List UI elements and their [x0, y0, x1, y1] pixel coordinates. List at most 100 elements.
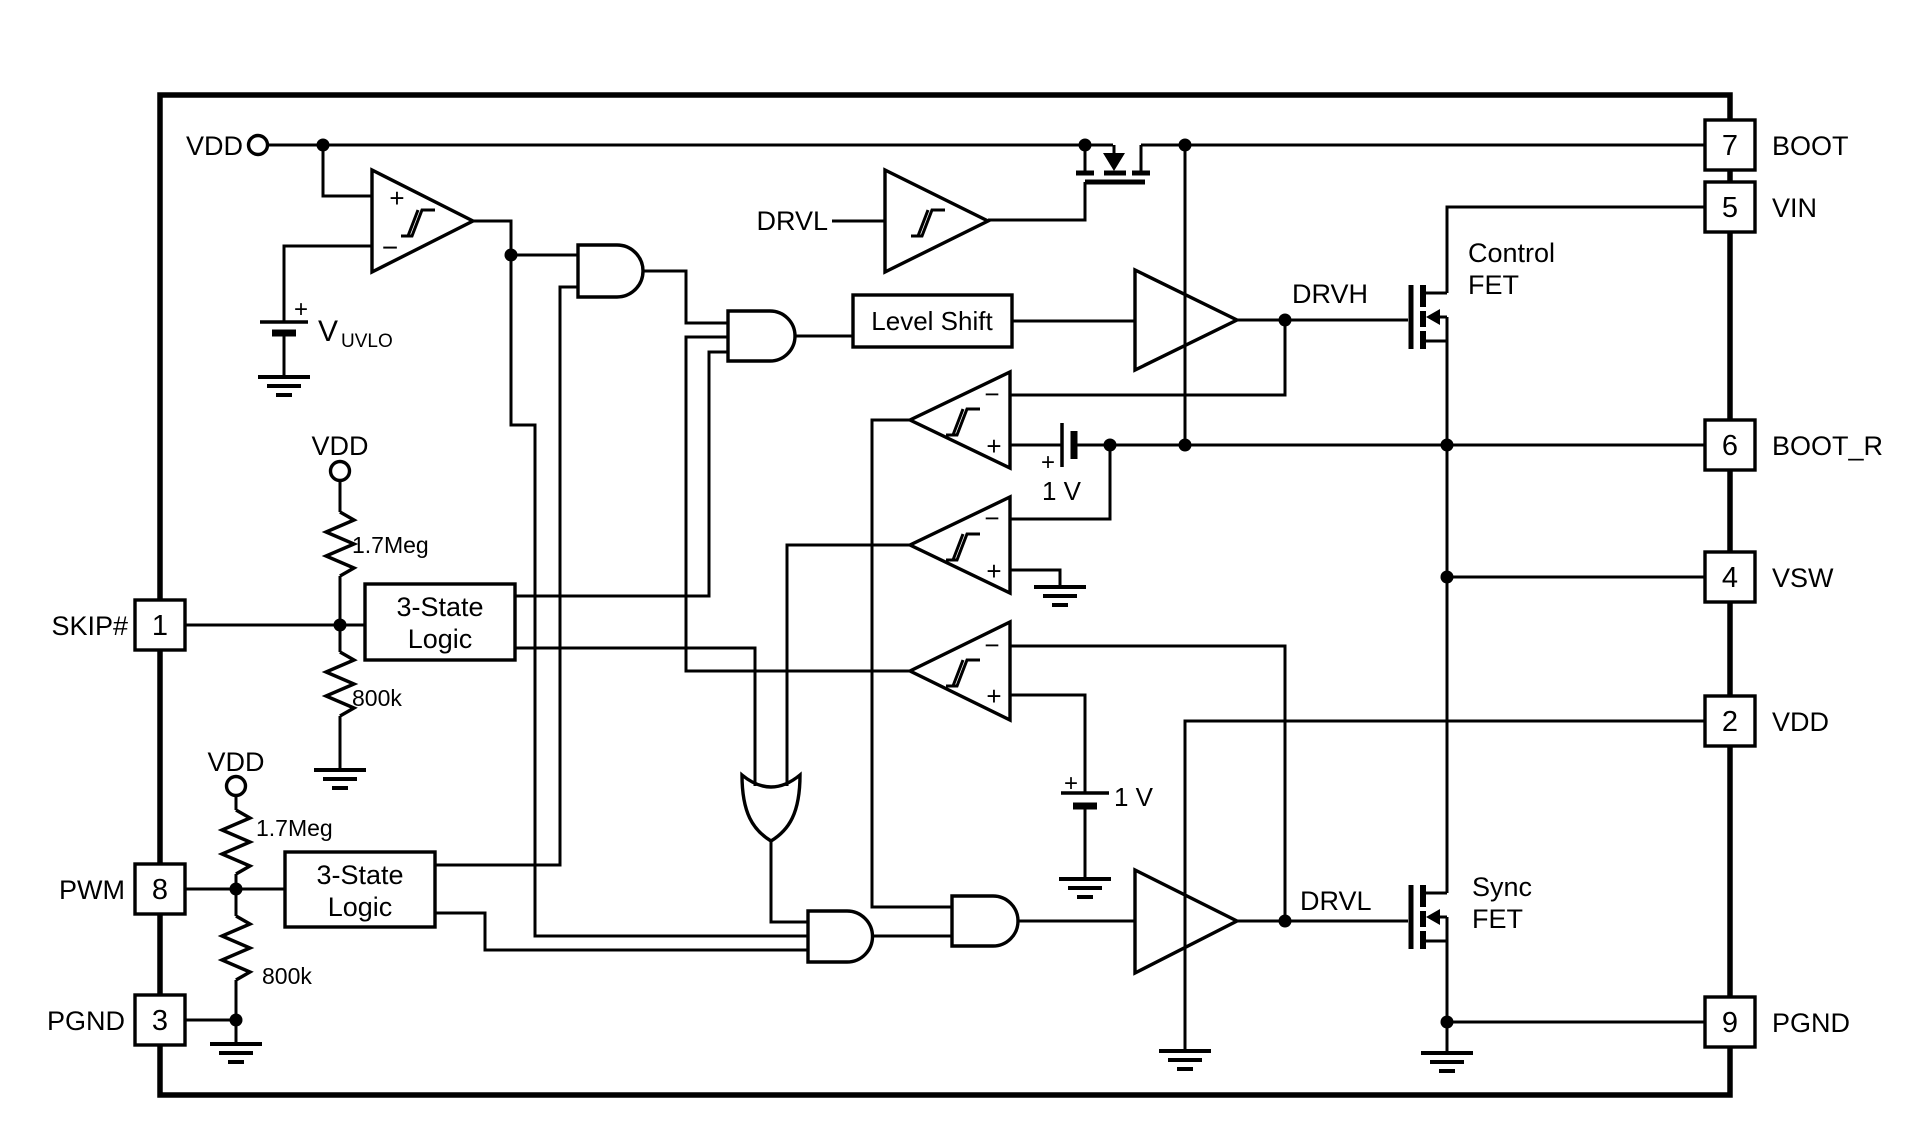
plus-sign: +: [1041, 449, 1055, 476]
pin-number: 9: [1722, 1007, 1738, 1039]
pin-box-pgnd3: [133, 993, 187, 1047]
wire-3state-pwm-b: [435, 911, 808, 952]
pin-label-boot: BOOT: [1772, 131, 1849, 161]
pin-label-pgnd3: PGND: [47, 1006, 125, 1036]
battery-value: 1 V: [1042, 476, 1082, 506]
plus-sign: +: [986, 681, 1001, 711]
wire-cmp1-minus: [1010, 320, 1287, 397]
pin-label-vdd: VDD: [1772, 707, 1829, 737]
vdd-terminal-top: [246, 133, 270, 157]
vuvlo-main: V: [318, 315, 338, 348]
junction-dot: [316, 138, 330, 152]
uvlo-comparator: [370, 167, 477, 275]
pin-box-vdd: [1703, 694, 1757, 748]
junction-dot: [504, 248, 518, 262]
drvl-driver: [1133, 867, 1241, 976]
wire-cmp2-out: [785, 543, 910, 786]
junction-dot: [1440, 438, 1454, 452]
plus-sign: +: [1064, 770, 1078, 797]
level-shift-label: Level Shift: [871, 306, 993, 336]
grounds: [210, 375, 1473, 1073]
labels: 1 8 3 7 5 6 4 2 9 SKIP# PWM PGND BOOT VI…: [47, 130, 1883, 1039]
plus-sign: +: [389, 183, 404, 213]
pin-number: 4: [1722, 562, 1738, 594]
and-gate-2: [726, 309, 797, 363]
resistor-value: 800k: [352, 685, 402, 711]
sync-fet: [1408, 885, 1447, 949]
wire-buf-out-gate: [988, 182, 1087, 222]
three-state-logic-pwm: [283, 850, 437, 929]
pin-box-pwm: [133, 862, 187, 916]
junction-dot: [1103, 438, 1117, 452]
ground-symbol: [1159, 1049, 1211, 1071]
function-blocks: [283, 293, 1014, 929]
three-state-logic-skip: [363, 582, 517, 662]
and-gate-4: [950, 894, 1020, 948]
junction-dot: [229, 1013, 243, 1027]
net-label-vdd-top: VDD: [186, 131, 243, 161]
junction-dot: [1440, 570, 1454, 584]
wire-vdd-pin2: [1183, 719, 1705, 1051]
three-state-skip-line2: Logic: [408, 624, 473, 654]
control-fet-body-arrow: [1426, 309, 1440, 325]
wire-cmp3-plus: [1010, 693, 1087, 793]
pin-label-vin: VIN: [1772, 193, 1817, 223]
junction-dot: [333, 618, 347, 632]
vdd-terminal-skip: [328, 459, 352, 483]
wire-cmp2-plus: [1010, 568, 1062, 587]
drvl-buffer: [883, 167, 992, 275]
control-fet-label2: FET: [1468, 270, 1519, 300]
wire-or-out: [769, 841, 808, 924]
net-label-drvl-in: DRVL: [756, 206, 828, 236]
topfet-body-arrow: [1103, 153, 1125, 171]
vdd-terminal-pwm: [224, 774, 248, 798]
plus-sign: +: [986, 556, 1001, 586]
wire-and1-in2: [435, 285, 578, 867]
comparator-bootr-monitor: [906, 494, 1012, 596]
ground-symbol: [210, 1042, 262, 1064]
pin-label-skip: SKIP#: [51, 611, 128, 641]
ground-symbol: [1034, 585, 1086, 607]
resistor-pwm-1meg7: [217, 808, 255, 876]
pin-label-pwm: PWM: [59, 875, 125, 905]
ground-symbol: [258, 375, 310, 397]
hysteresis-icon: [911, 208, 945, 238]
comparator-drvl-monitor: [906, 619, 1012, 723]
pin-number: 1: [152, 610, 168, 642]
junction-dot: [1178, 438, 1192, 452]
batteries: [260, 320, 1109, 810]
hysteresis-icon: [946, 407, 980, 437]
hysteresis-icon: [401, 208, 435, 238]
ground-symbol: [1059, 877, 1111, 899]
junction-dot: [1078, 138, 1092, 152]
sync-fet-body-arrow: [1426, 909, 1440, 925]
pin-number: 5: [1722, 192, 1738, 224]
ground-symbol: [1421, 1051, 1473, 1073]
resistor-value: 1.7Meg: [352, 532, 429, 558]
net-label-vdd-skip: VDD: [311, 431, 368, 461]
mosfets: [1076, 153, 1447, 949]
and-gate-1: [576, 243, 645, 299]
resistor-skip-800k: [321, 650, 359, 718]
battery-value: 1 V: [1114, 782, 1154, 812]
net-label-vdd-pwm: VDD: [207, 747, 264, 777]
resistor-value: 800k: [262, 963, 312, 989]
wire-and1-out: [643, 269, 728, 325]
control-fet-label1: Control: [1468, 238, 1555, 268]
wire-vin-drain: [1445, 205, 1705, 293]
wire-uvlo-out: [473, 219, 808, 938]
control-fet: [1408, 285, 1447, 349]
components: [217, 133, 1241, 982]
resistor-skip-1meg7: [321, 510, 359, 578]
pin-label-pgnd9: PGND: [1772, 1008, 1850, 1038]
three-state-pwm-line2: Logic: [328, 892, 393, 922]
pin-box-skip: [133, 598, 187, 652]
resistor-pwm-800k: [217, 914, 255, 982]
three-state-pwm-line1: 3-State: [316, 860, 403, 890]
pin-box-pgnd9: [1703, 995, 1757, 1049]
drvh-driver: [1133, 267, 1241, 373]
junction-dot: [1440, 1015, 1454, 1029]
wire-cmp3-minus: [1010, 644, 1287, 921]
pin-number: 7: [1722, 130, 1738, 162]
pin-box-vsw: [1703, 550, 1757, 604]
